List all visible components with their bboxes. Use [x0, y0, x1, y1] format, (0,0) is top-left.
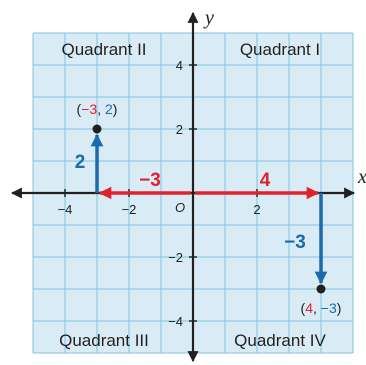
point-b-sep: , [313, 300, 321, 316]
point-a-x: −3 [81, 101, 97, 117]
point-a-open: ( [77, 101, 82, 117]
point-b-y: −3 [321, 300, 337, 316]
point-a-close: ) [113, 101, 118, 117]
x-tick-label: 2 [253, 202, 260, 217]
plotted-points: (−3, 2) (4, −3) [77, 101, 342, 316]
quadrant-i-label: Quadrant I [240, 40, 320, 59]
y-tick-label: 2 [176, 122, 183, 137]
axis-ticks: −4 −2 2 4 2 −2 −4 [58, 58, 261, 329]
quadrant-labels: Quadrant II Quadrant I Quadrant III Quad… [59, 40, 326, 350]
point-b-x: 4 [305, 300, 313, 316]
point-b-label: (4, −3) [301, 300, 342, 316]
point-a-sep: , [97, 101, 105, 117]
quadrant-iv-label: Quadrant IV [234, 331, 326, 350]
y-tick-label: 4 [176, 58, 183, 73]
move-up-label: 2 [75, 152, 86, 173]
quadrant-iii-label: Quadrant III [59, 331, 149, 350]
point-a-y: 2 [105, 101, 113, 117]
origin-label: O [175, 200, 185, 215]
movement-arrows: −3 4 2 −3 [75, 133, 328, 285]
point-b-open: ( [301, 300, 306, 316]
y-tick-label: −2 [168, 250, 183, 265]
point-b-marker [316, 284, 326, 294]
x-tick-label: −2 [122, 202, 137, 217]
point-b-close: ) [337, 300, 342, 316]
point-a-marker [92, 124, 102, 134]
y-axis-title: y [203, 7, 214, 29]
quadrant-ii-label: Quadrant II [61, 40, 146, 59]
move-down-label: −3 [284, 232, 306, 253]
x-tick-label: −4 [58, 202, 73, 217]
move-left-label: −3 [139, 170, 161, 191]
move-right-label: 4 [260, 170, 271, 191]
x-axis-title: x [357, 166, 366, 188]
point-a-label: (−3, 2) [77, 101, 118, 117]
y-tick-label: −4 [168, 314, 183, 329]
